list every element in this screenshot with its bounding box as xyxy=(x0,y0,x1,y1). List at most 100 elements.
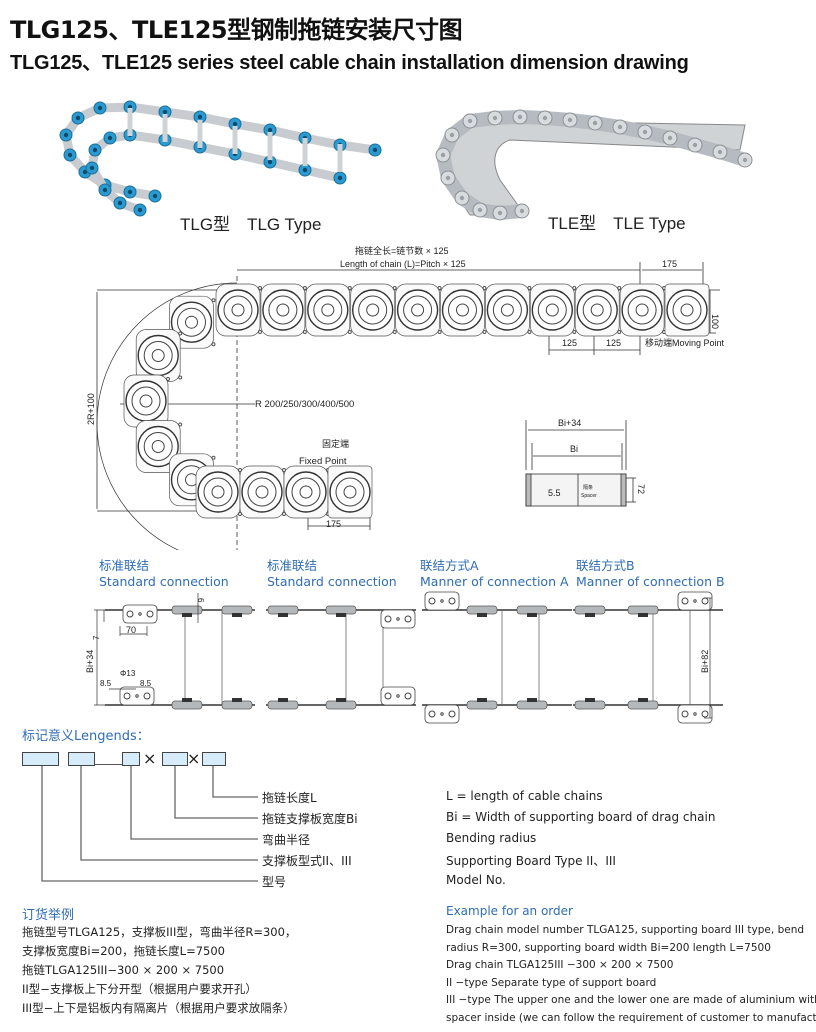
roller-pin xyxy=(152,193,158,199)
legend-label-en: L = length of cable chains xyxy=(446,789,603,803)
legend-times-1: × xyxy=(143,749,157,768)
roller-block xyxy=(182,613,192,617)
roller-pin xyxy=(372,147,378,153)
dim-bi82: Bi+82 xyxy=(700,650,710,673)
roller-pin xyxy=(232,121,238,127)
connection-b xyxy=(573,591,723,724)
connection-title-cn: 标准联结 xyxy=(99,558,150,573)
legend-label-en: Bending radius xyxy=(446,831,537,845)
roller-pin xyxy=(617,124,623,130)
roller-pin xyxy=(127,189,133,195)
legend-label-cn: 支撑板型式II、III xyxy=(262,854,352,868)
spacer-bi: Bi xyxy=(570,444,578,454)
order-line-cn: III型−上下是铝板内有隔离片（根据用户要求放隔条） xyxy=(22,1001,295,1015)
roller-pin xyxy=(717,149,723,155)
chain-links xyxy=(123,283,710,519)
roller-pin xyxy=(592,120,598,126)
roller-pin xyxy=(459,195,465,201)
roller-block xyxy=(232,613,242,617)
legend-times-2: × xyxy=(187,749,201,768)
connection-title-cn: 标准联结 xyxy=(267,558,318,573)
dim-85-left: 8.5 xyxy=(100,679,112,688)
order-line-en: III −type The upper one and the lower on… xyxy=(446,994,816,1006)
roller-pin xyxy=(517,114,523,120)
chain-link xyxy=(440,283,487,337)
chain-link xyxy=(283,465,330,519)
roller-pin xyxy=(75,115,81,121)
side-plate xyxy=(267,700,299,710)
roller-block xyxy=(232,698,242,702)
fixed-point-en: Fixed Point xyxy=(299,456,347,467)
chain-link xyxy=(395,283,442,337)
spacer-cn: 隔条 xyxy=(583,484,593,491)
dim-bi34: Bi+34 xyxy=(85,650,95,673)
length-formula-cn: 拖链全长=链节数 × 125 xyxy=(355,245,449,256)
roller-pin xyxy=(567,117,573,123)
side-plate xyxy=(516,605,548,615)
order-title-en: Example for an order xyxy=(446,904,573,918)
chain-link xyxy=(574,283,622,337)
order-line-en: spacer inside (we can follow the require… xyxy=(446,1011,816,1024)
spacer-bi34: Bi+34 xyxy=(558,418,581,428)
dim-70: 70 xyxy=(126,625,136,635)
roller-block xyxy=(477,698,487,702)
roller-pin xyxy=(162,109,168,115)
dim-100: 100 xyxy=(710,314,720,329)
title-english: TLG125、TLE125 series steel cable chain i… xyxy=(10,52,689,74)
chain-link xyxy=(260,283,307,337)
roller-block xyxy=(278,613,288,617)
legend-title: 标记意义Lengends： xyxy=(22,729,150,744)
side-plate xyxy=(267,605,299,615)
order-line-en: II −type Separate type of support board xyxy=(446,976,657,989)
side-plate xyxy=(466,605,498,615)
roller-pin xyxy=(102,187,108,193)
mounting-bracket xyxy=(424,704,460,724)
roller-pin xyxy=(89,165,95,171)
roller-block xyxy=(638,613,648,617)
dim-175-top: 175 xyxy=(662,259,677,269)
roller-pin xyxy=(97,105,103,111)
dim-175-bottom: 175 xyxy=(326,519,341,529)
roller-pin xyxy=(92,147,98,153)
roller-pin xyxy=(497,210,503,216)
roller-pin xyxy=(467,118,473,124)
roller-block xyxy=(336,698,346,702)
chain-link xyxy=(619,283,667,337)
product-photos xyxy=(59,100,753,221)
side-plate xyxy=(221,605,253,615)
side-plate xyxy=(221,700,253,710)
tlg-chain-photo xyxy=(59,100,382,217)
roller-pin xyxy=(67,152,73,158)
chain-link xyxy=(485,283,532,337)
legend-label-en: Model No. xyxy=(446,873,506,887)
order-line-en: Drag chain model number TLGA125, support… xyxy=(446,924,805,936)
roller-pin xyxy=(445,175,451,181)
chain-end-bracket xyxy=(327,465,373,519)
side-plate xyxy=(171,605,203,615)
roller-block xyxy=(638,698,648,702)
legend-label-en: Supporting Board Type II、III xyxy=(446,854,616,868)
legend-label-cn: 拖链长度L xyxy=(262,791,317,805)
order-line-cn: II型−支撑板上下分开型（根据用户要求开孔） xyxy=(22,982,257,996)
roller-pin xyxy=(477,207,483,213)
legend-label-cn: 拖链支撑板宽度Bi xyxy=(262,812,358,826)
length-formula-en: Length of chain (L)=Pitch × 125 xyxy=(340,259,466,269)
chain-link xyxy=(195,465,242,519)
connection-a xyxy=(422,591,572,724)
height-dim-label: 2R+100 xyxy=(86,393,96,425)
connection-title-en: Standard connection xyxy=(99,574,229,589)
spacer-detail xyxy=(525,420,636,507)
side-plate xyxy=(627,700,659,710)
roller-pin xyxy=(742,157,748,163)
side-plate xyxy=(171,700,203,710)
order-lines-en: Drag chain model number TLGA125, support… xyxy=(446,922,816,1027)
side-plate xyxy=(325,605,357,615)
side-plate xyxy=(574,700,606,710)
roller-pin xyxy=(197,114,203,120)
side-plate xyxy=(627,605,659,615)
roller-pin xyxy=(267,127,273,133)
chain-link xyxy=(215,283,262,337)
roller-pin xyxy=(642,129,648,135)
side-plate xyxy=(325,700,357,710)
roller-block xyxy=(477,613,487,617)
